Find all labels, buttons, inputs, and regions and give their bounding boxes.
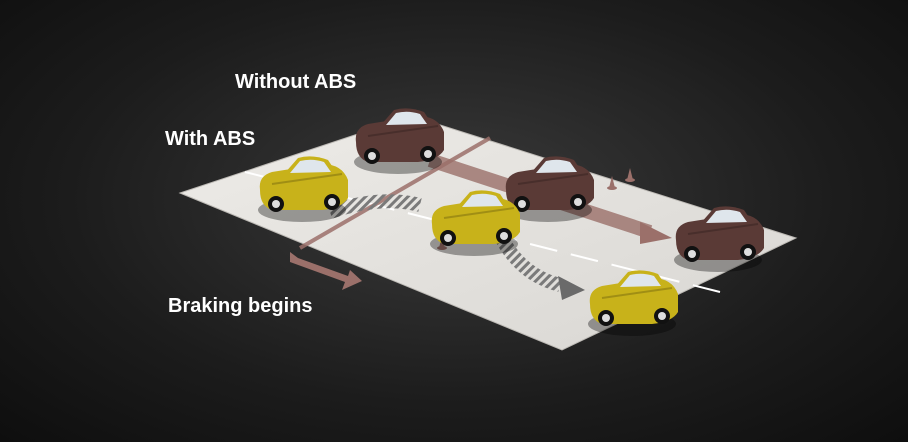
non-abs-car-icon xyxy=(353,107,445,175)
abs-arrowhead xyxy=(558,276,585,300)
braking-arrow xyxy=(290,252,362,290)
with-abs-label: With ABS xyxy=(165,128,256,150)
braking-line xyxy=(298,136,492,250)
braking-begins-label: Braking begins xyxy=(168,295,313,317)
without-abs-label: Without ABS xyxy=(235,71,357,93)
non-abs-arrowhead xyxy=(640,222,672,244)
cone-icon xyxy=(625,168,635,182)
